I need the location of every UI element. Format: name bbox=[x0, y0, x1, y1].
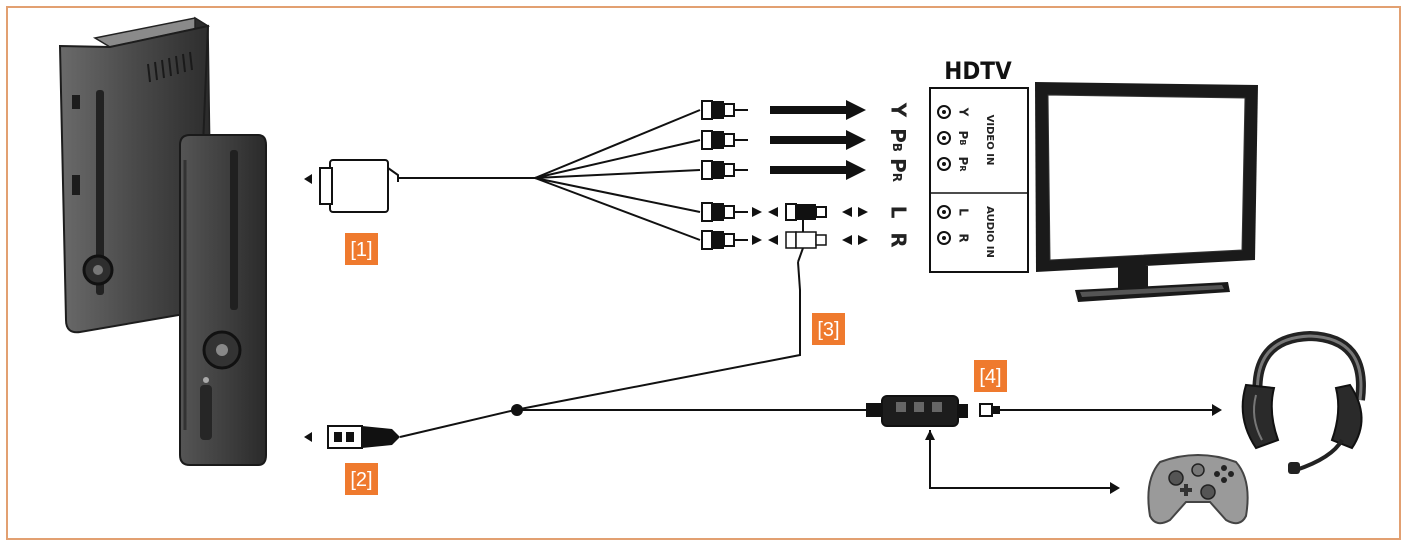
arrow-right-icon bbox=[770, 130, 866, 150]
cable-junction bbox=[511, 404, 523, 416]
callout-2: [2] bbox=[345, 463, 378, 495]
arrow-left-icon bbox=[304, 174, 312, 184]
diagram-frame bbox=[6, 6, 1401, 540]
arrow-right-icon bbox=[858, 235, 868, 245]
arrow-left-icon bbox=[842, 235, 852, 245]
arrow-left-icon bbox=[768, 235, 778, 245]
hdtv-icon bbox=[1035, 82, 1258, 302]
hdtv-port-panel: Y PB PR L R VIDEO IN AUDIO IN bbox=[929, 87, 1029, 273]
component-cable-wires bbox=[398, 109, 701, 241]
arrow-right-icon bbox=[770, 160, 866, 180]
usb-audio-wires bbox=[399, 261, 1212, 489]
arrow-right-icon bbox=[1212, 404, 1222, 416]
rca-splitter-icon bbox=[785, 203, 827, 263]
svg-text:[2]: [2] bbox=[350, 469, 372, 491]
audio-label-r: R bbox=[887, 232, 911, 247]
video-label-pr: PR bbox=[887, 158, 911, 182]
component-av-connector-icon bbox=[319, 159, 399, 213]
tv-port-y: Y bbox=[957, 107, 971, 117]
rca-plug-icon bbox=[701, 160, 748, 180]
tv-port-r: R bbox=[957, 233, 971, 242]
arrow-right-icon bbox=[752, 235, 762, 245]
video-label-y: Y bbox=[887, 102, 911, 118]
xbox-slim-console-icon bbox=[179, 134, 267, 466]
video-label-pb: PB bbox=[887, 128, 911, 152]
tv-port-l: L bbox=[957, 208, 971, 216]
usb-plug-icon bbox=[327, 425, 400, 449]
arrow-right-icon bbox=[770, 100, 866, 120]
svg-text:[1]: [1] bbox=[350, 239, 372, 261]
arrow-right-icon bbox=[752, 207, 762, 217]
headset-plug-icon bbox=[979, 403, 1000, 417]
rca-plug-icon bbox=[701, 130, 748, 150]
callout-3: [3] bbox=[812, 313, 845, 345]
controller-icon bbox=[1147, 454, 1249, 525]
arrow-up-icon bbox=[925, 430, 935, 440]
headset-icon bbox=[1241, 330, 1366, 474]
svg-text:[4]: [4] bbox=[979, 366, 1001, 388]
rca-plug-icon bbox=[701, 202, 748, 222]
arrow-right-icon bbox=[1110, 482, 1120, 494]
tv-video-in-label: VIDEO IN bbox=[984, 115, 995, 166]
audio-arrows bbox=[752, 207, 868, 245]
hdtv-title: HDTV bbox=[944, 57, 1012, 85]
tv-port-pb: PB bbox=[957, 131, 971, 146]
arrow-left-icon bbox=[304, 432, 312, 442]
arrow-left-icon bbox=[768, 207, 778, 217]
svg-text:[3]: [3] bbox=[817, 319, 839, 341]
rca-plug-icon bbox=[701, 230, 748, 250]
arrow-right-icon bbox=[858, 207, 868, 217]
callout-4: [4] bbox=[974, 360, 1007, 392]
tv-audio-in-label: AUDIO IN bbox=[984, 206, 995, 258]
arrow-left-icon bbox=[842, 207, 852, 217]
rca-plug-icon bbox=[701, 100, 748, 120]
inline-amp-icon bbox=[866, 395, 968, 427]
audio-label-l: L bbox=[887, 206, 911, 219]
tv-port-pr: PR bbox=[957, 157, 971, 172]
callout-1: [1] bbox=[345, 233, 378, 265]
